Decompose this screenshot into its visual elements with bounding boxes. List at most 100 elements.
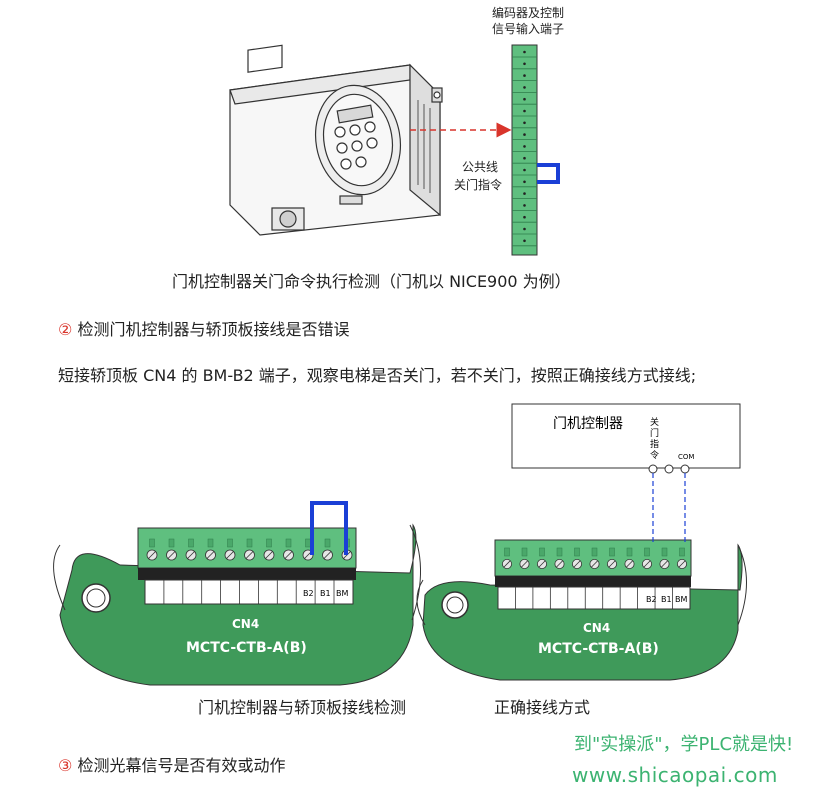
right-connector-label: CN4: [583, 621, 610, 635]
screw-slot: [245, 551, 254, 559]
label-close-command: 关门指令: [454, 178, 503, 192]
screw-slot: [591, 560, 598, 568]
terminal-pin: [523, 50, 526, 54]
left-board-name: MCTC-CTB-A(B): [186, 640, 307, 656]
terminal-pin: [523, 204, 526, 207]
screw-slot: [538, 560, 546, 568]
section3-heading-text: 检测光幕信号是否有效或动作: [77, 756, 286, 775]
door-controller-diagram: [229, 44, 560, 256]
terminal-pin: [523, 180, 526, 184]
terminal-title-line1: 编码器及控制: [492, 6, 565, 20]
screw-slot: [323, 551, 332, 559]
screw-slot: [573, 560, 581, 568]
figure-car-top-boards: B2 B1 BM CN4 MCTC-CTB-A(B) B2 B1 BM CN4 …: [0, 395, 827, 695]
terminal-tab: [591, 547, 598, 557]
terminal-tab: [305, 538, 311, 548]
section2-heading: ② 检测门机控制器与轿顶板接线是否错误: [58, 316, 349, 340]
watermark-url: www.shicaopai.com: [572, 763, 778, 787]
car-top-board-diagram: B2 B1 BM CN4 MCTC-CTB-A(B) B2 B1 BM CN4 …: [53, 403, 747, 686]
left-pin-b1: B1: [320, 589, 331, 598]
terminal-pin: [523, 62, 526, 66]
door-controller-device: [229, 44, 443, 236]
screw-slot: [608, 560, 616, 568]
cmd-label-4: 令: [650, 449, 659, 461]
terminal-tab: [266, 538, 272, 548]
left-connector-label: CN4: [232, 617, 259, 631]
section3-marker: ③: [58, 756, 73, 775]
terminal-tab: [207, 538, 214, 548]
section2-heading-text: 检测门机控制器与轿顶板接线是否错误: [77, 320, 350, 339]
right-board: B2 B1 BM CN4 MCTC-CTB-A(B) 门机控制器 关 门 指 令…: [416, 403, 747, 681]
screw-slot: [556, 560, 563, 568]
terminal-tab: [188, 538, 194, 548]
screw-slot: [521, 560, 528, 568]
terminal-pin: [523, 145, 526, 148]
terminal-pin: [523, 74, 526, 77]
figure-door-controller: [0, 0, 827, 260]
screw-slot: [265, 551, 273, 559]
left-board: B2 B1 BM CN4 MCTC-CTB-A(B): [53, 501, 422, 686]
section2-marker: ②: [58, 320, 73, 339]
terminal-pin: [523, 133, 526, 136]
section3-heading: ③ 检测光幕信号是否有效或动作: [58, 752, 285, 776]
terminal-pin: [523, 121, 526, 125]
terminal-strip: [511, 44, 538, 256]
figure1-caption: 门机控制器关门命令执行检测（门机以 NICE900 为例）: [172, 272, 571, 291]
terminal-tab: [504, 547, 510, 557]
terminal-tab: [539, 547, 545, 557]
section2-instruction: 短接轿顶板 CN4 的 BM-B2 端子，观察电梯是否关门，若不关门，按照正确接…: [58, 366, 697, 385]
terminal-tab: [168, 538, 175, 548]
right-pin-b1: B1: [661, 595, 672, 604]
screw-slot: [678, 560, 686, 568]
terminal-tab: [521, 547, 528, 557]
screw-slot: [187, 551, 195, 559]
right-board-name: MCTC-CTB-A(B): [538, 641, 659, 657]
screw-slot: [206, 551, 215, 559]
right-pin-bm: BM: [675, 595, 687, 604]
left-pin-bm: BM: [336, 589, 348, 598]
cmd-label-1: 关: [650, 416, 659, 428]
terminal-tab: [285, 538, 292, 548]
terminal-tab: [626, 547, 633, 557]
door-controller-box: [511, 403, 741, 469]
left-board-caption: 门机控制器与轿顶板接线检测: [198, 698, 407, 717]
left-pin-b2: B2: [303, 589, 314, 598]
terminal-pin: [523, 215, 526, 219]
terminal-tab: [149, 538, 155, 548]
terminal-tab: [609, 547, 615, 557]
screw-slot: [148, 551, 156, 559]
terminal-pin: [523, 239, 526, 243]
terminal-tab: [644, 547, 650, 557]
right-pin-b2: B2: [646, 595, 657, 604]
screw-slot: [661, 560, 668, 568]
watermark-slogan: 到"实操派"，学PLC就是快!: [574, 734, 794, 755]
terminal-pin: [523, 109, 526, 113]
terminal-pin: [523, 227, 526, 231]
terminal-tab: [227, 538, 233, 548]
right-board-caption: 正确接线方式: [494, 698, 591, 717]
terminal-pin: [523, 97, 526, 101]
terminal-tab: [324, 538, 331, 548]
screw-slot: [226, 551, 234, 559]
label-common-wire: 公共线: [462, 160, 499, 174]
terminal-tab: [556, 547, 563, 557]
terminal-pin: [523, 156, 526, 160]
screw-slot: [626, 560, 633, 568]
screw-slot: [643, 560, 651, 568]
terminal-tab: [246, 538, 253, 548]
cmd-label-2: 门: [650, 427, 659, 439]
screw-slot: [167, 551, 176, 559]
terminal-title-line2: 信号输入端子: [492, 22, 565, 36]
terminal-tab: [679, 547, 685, 557]
controller-title: 门机控制器: [553, 416, 623, 432]
terminal-tab: [574, 547, 580, 557]
jumper-wire-bm-b2: [310, 501, 348, 555]
com-label: COM: [678, 453, 694, 461]
terminal-pin: [523, 192, 526, 195]
terminal-pin: [523, 86, 526, 89]
jumper-wire-terminal: [537, 163, 560, 184]
screw-slot: [503, 560, 511, 568]
terminal-pin: [523, 168, 526, 172]
terminal-tab: [661, 547, 668, 557]
cmd-label-3: 指: [650, 438, 659, 450]
